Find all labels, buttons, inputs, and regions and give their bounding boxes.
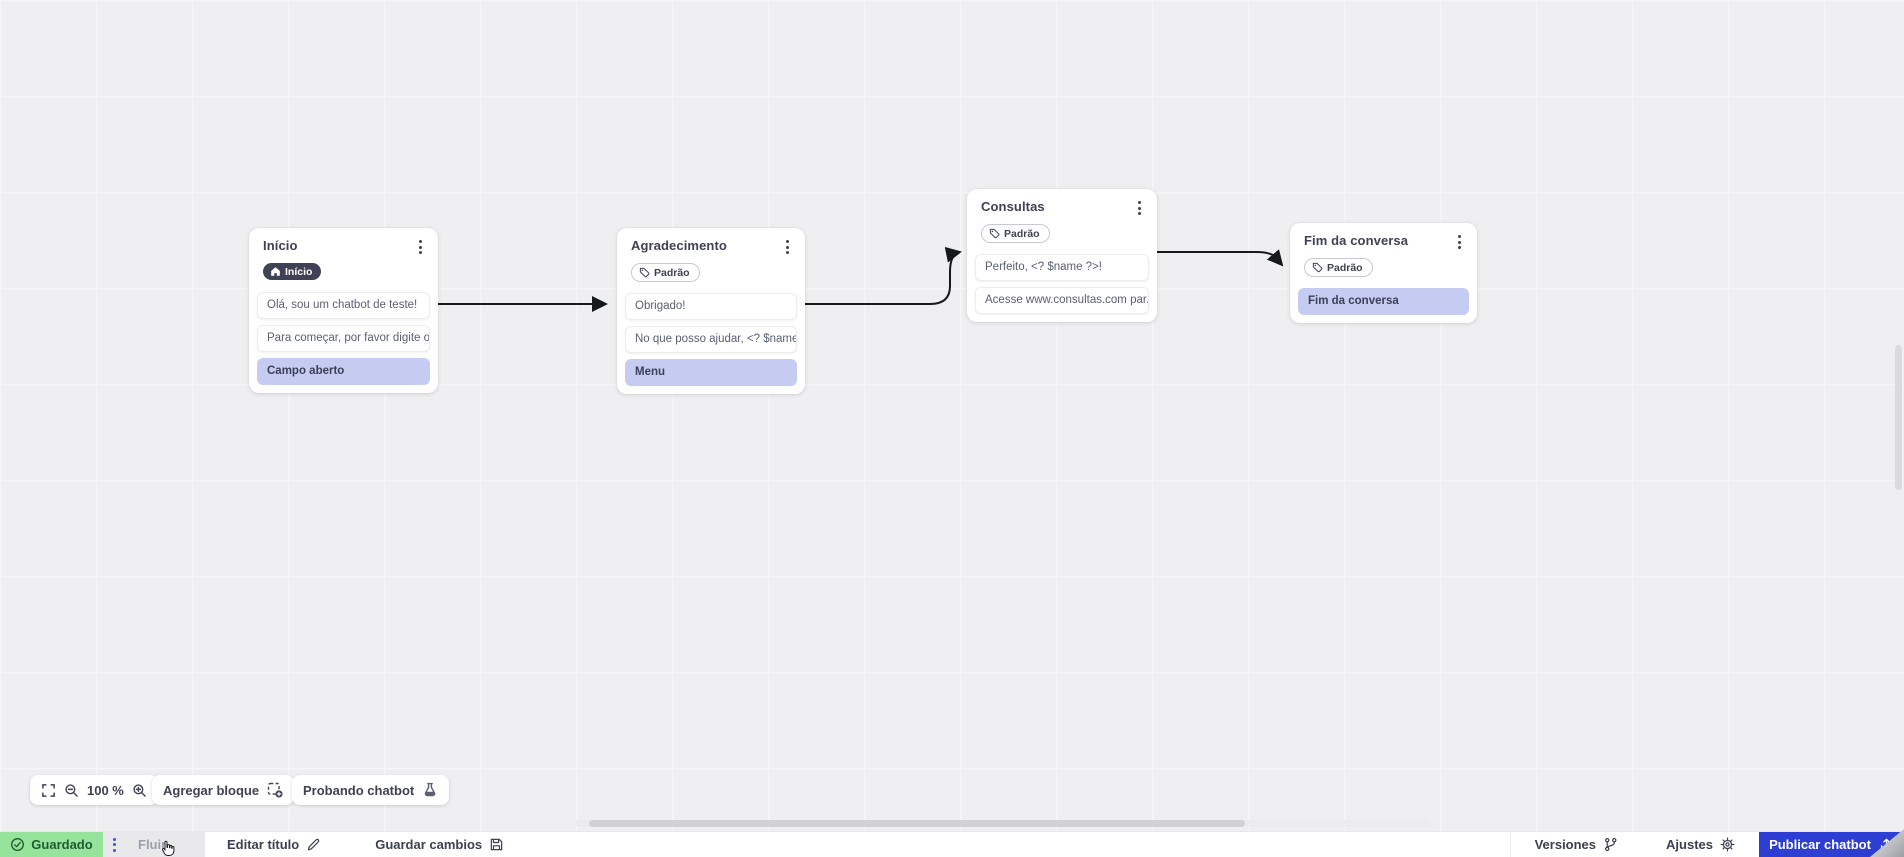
edit-title-button[interactable]: Editar título [221,832,327,857]
flow-tab-label: Fluir [138,837,167,852]
test-chatbot-button[interactable]: Probando chatbot [292,775,450,805]
connection-agradecimento-consultas[interactable] [803,246,962,305]
message-row[interactable]: Obrigado! [625,293,797,320]
kebab-menu-icon[interactable] [415,238,426,256]
kebab-menu-icon[interactable] [1454,233,1465,251]
zoom-in-button[interactable] [132,783,147,798]
message-row[interactable]: Olá, sou um chatbot de teste! [257,292,430,319]
test-chatbot-label: Probando chatbot [303,782,415,798]
check-circle-icon [11,838,25,851]
flask-icon [424,782,436,797]
fullscreen-button[interactable] [41,783,56,798]
home-icon [271,267,280,276]
action-row[interactable]: Menu [625,359,797,386]
flow-node-inicio[interactable]: Início Início Olá, sou um chatbot de tes… [249,228,438,393]
versions-label: Versiones [1534,837,1597,852]
save-changes-button[interactable]: Guardar cambios [369,832,510,857]
zoom-out-button[interactable] [64,783,79,798]
save-changes-label: Guardar cambios [375,837,483,852]
flow-node-fim[interactable]: Fim da conversa Padrão Fim da conversa [1290,223,1477,323]
node-title: Início [263,238,298,253]
versions-button[interactable]: Versiones [1511,832,1642,857]
node-title: Agradecimento [631,238,727,253]
flow-node-consultas[interactable]: Consultas Padrão Perfeito, <? $name ?>! … [967,189,1157,322]
default-badge: Padrão [631,263,700,282]
tab-flow[interactable]: Fluir [103,832,205,857]
vertical-scrollbar-thumb[interactable] [1895,345,1902,490]
versions-branch-icon [1605,837,1617,852]
kebab-menu-icon[interactable] [103,837,124,852]
add-block-button[interactable]: Agregar bloque [152,775,295,805]
save-icon [490,838,503,851]
tag-icon [989,228,1000,239]
saved-status-badge: Guardado [0,832,103,857]
zoom-level: 100 % [87,782,124,798]
add-block-icon [267,782,283,798]
zoom-in-icon [133,783,146,797]
status-bar: Guardado Fluir Editar título Guardar cam… [0,831,1904,857]
message-row[interactable]: No que posso ajudar, <? $name ... [625,326,797,353]
kebab-menu-icon[interactable] [1134,199,1145,217]
kebab-menu-icon[interactable] [782,238,793,256]
fullscreen-icon [42,783,55,797]
saved-status-label: Guardado [31,837,93,852]
node-title: Consultas [981,199,1045,214]
zoom-out-icon [65,783,78,797]
settings-button[interactable]: Ajustes [1642,832,1759,857]
message-row[interactable]: Acesse www.consultas.com par... [975,287,1149,314]
edit-title-label: Editar título [227,837,300,852]
zoom-controls: 100 % [30,775,158,805]
start-badge: Início [263,263,322,280]
publish-chatbot-label: Publicar chatbot [1769,837,1871,852]
horizontal-scrollbar-thumb[interactable] [589,820,1245,827]
tag-icon [1312,262,1323,273]
flow-node-agradecimento[interactable]: Agradecimento Padrão Obrigado! No que po… [617,228,805,394]
pencil-icon [308,838,320,851]
connection-consultas-fim[interactable] [1155,249,1284,267]
add-block-label: Agregar bloque [163,782,260,798]
message-row[interactable]: Perfeito, <? $name ?>! [975,254,1149,281]
message-row[interactable]: Para começar, por favor digite o ... [257,325,430,352]
tag-icon [639,267,650,278]
action-row[interactable]: Fim da conversa [1298,288,1469,315]
default-badge: Padrão [981,224,1050,243]
default-badge: Padrão [1304,258,1373,277]
gear-icon [1720,837,1735,852]
horizontal-scrollbar[interactable] [575,820,1430,827]
node-title: Fim da conversa [1304,233,1409,248]
action-row[interactable]: Campo aberto [257,358,430,385]
settings-label: Ajustes [1666,837,1713,852]
